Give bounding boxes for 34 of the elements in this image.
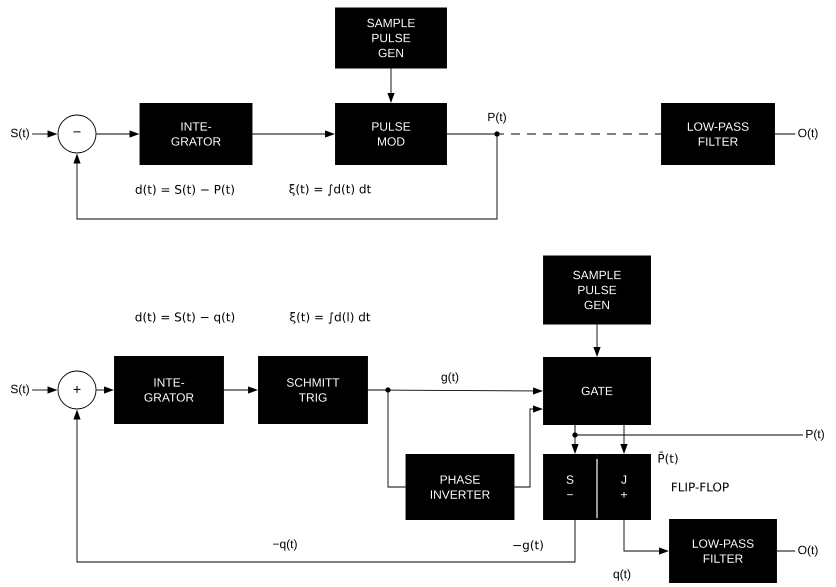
block-box: SAMPLE PULSE GEN — [335, 8, 447, 68]
edge-label: P(t) — [486, 111, 508, 125]
block-box: INTE- GRATOR — [140, 103, 252, 165]
block-box: INTE- GRATOR — [114, 356, 224, 424]
edge-label: −q(t) — [272, 538, 298, 552]
equation: ξ(t) = ∫d(t) dt — [289, 184, 371, 196]
summing-junction: + — [58, 370, 96, 410]
summing-junction: − — [58, 114, 96, 154]
signal-label: S(t) — [10, 384, 29, 396]
arrow — [73, 134, 498, 220]
block-box: SAMPLE PULSE GEN — [543, 256, 651, 324]
annotation: P̄(t) — [658, 452, 678, 464]
block-box: PHASE INVERTER — [406, 454, 514, 520]
edge-label: q(t) — [612, 568, 632, 582]
connector-line — [368, 390, 406, 488]
annotation: −g(t) — [513, 540, 543, 552]
equation: ξ(t) = ∫d(l) dt — [290, 312, 370, 324]
signal-label: P(t) — [806, 429, 824, 441]
block-box: GATE — [543, 357, 651, 425]
signal-label: O(t) — [798, 545, 818, 557]
block-box: LOW-PASS FILTER — [669, 519, 777, 583]
block-box: LOW-PASS FILTER — [661, 103, 775, 165]
block-box: S − — [543, 454, 597, 520]
equation: d(t) = S(t) − q(t) — [135, 312, 234, 324]
connector-line — [574, 424, 804, 436]
equation: d(t) = S(t) − P(t) — [136, 184, 234, 196]
edge-label: g(t) — [440, 371, 460, 385]
connector-line — [776, 550, 796, 552]
signal-label: O(t) — [798, 128, 818, 140]
block-box: PULSE MOD — [335, 103, 447, 165]
annotation: FLIP-FLOP — [672, 482, 729, 492]
block-box: SCHMITT TRIG — [258, 356, 368, 424]
signal-label: S(t) — [10, 128, 29, 140]
block-box: J + — [597, 454, 651, 520]
